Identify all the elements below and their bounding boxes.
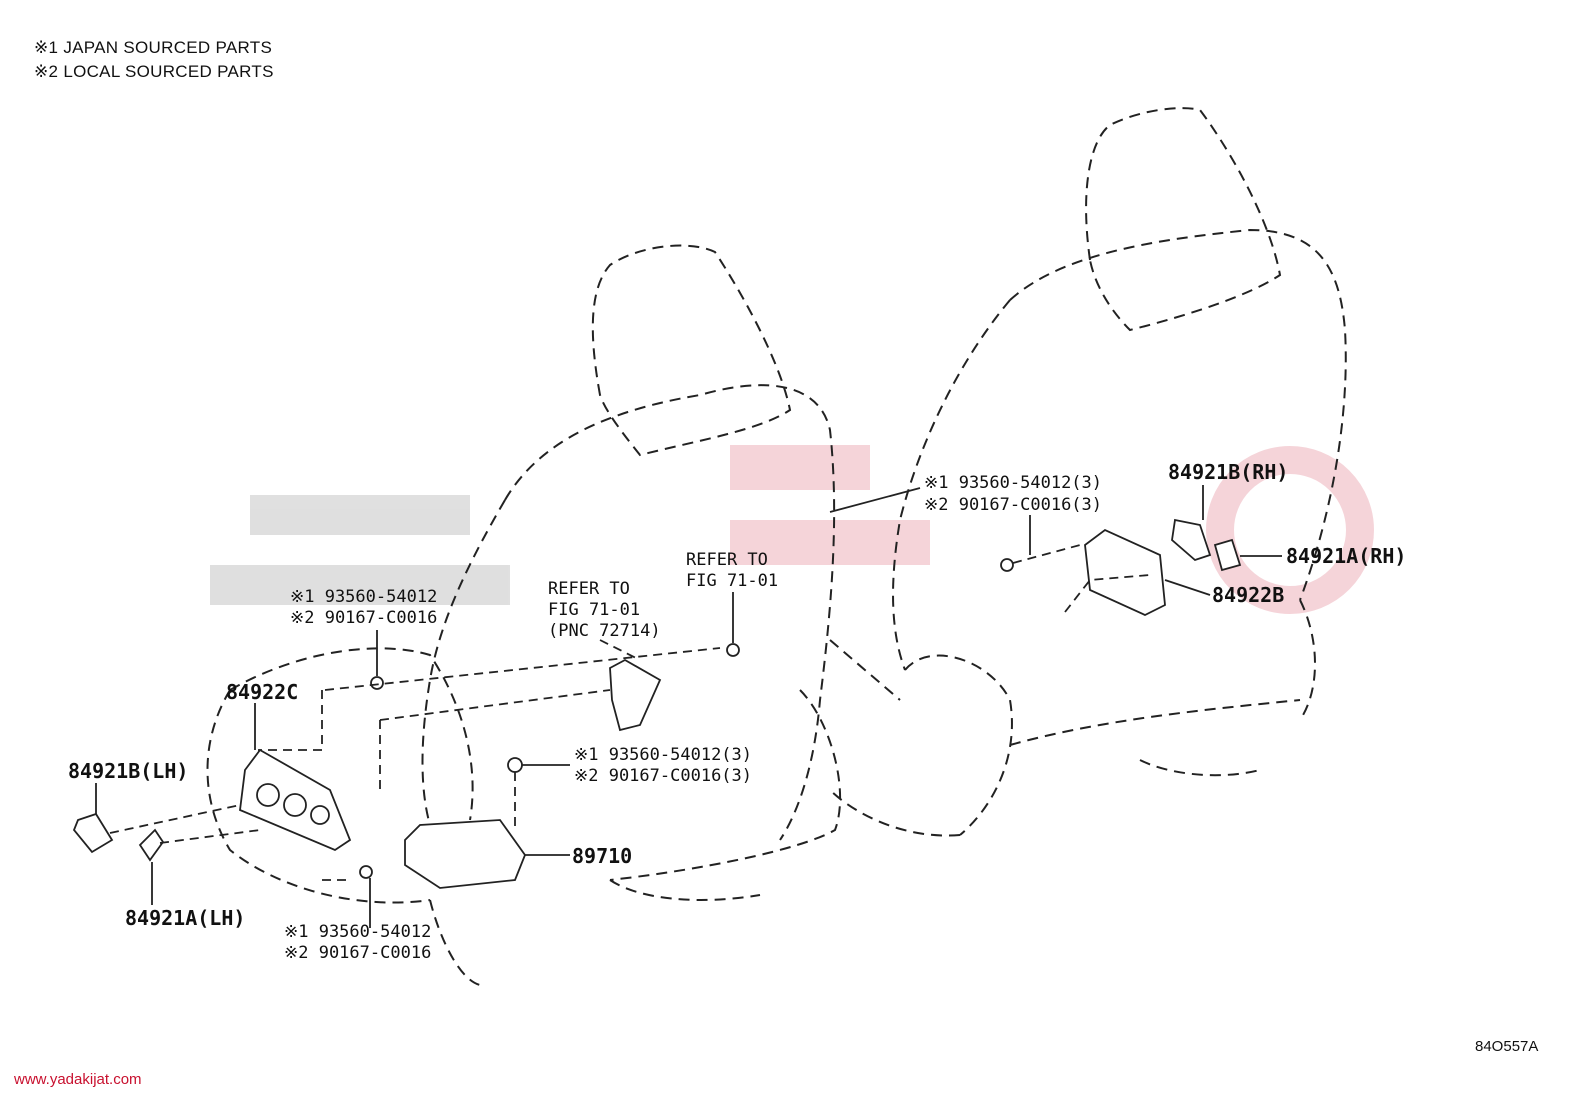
refer1-line3: (PNC 72714) [548,621,661,641]
left-seat-outline [206,244,901,986]
figure-code: 84O557A [1475,1038,1539,1055]
bolt-bot-label-1: ※1 93560-54012 [284,922,431,942]
rh-switch-assembly [1000,485,1282,616]
refer1-line2: FIG 71-01 [548,600,640,620]
lh-switch-assembly [72,630,721,928]
label-84921A-lh: 84921A(LH) [125,906,245,930]
refer1-line1: REFER TO [548,579,630,599]
label-89710: 89710 [572,844,632,868]
watermark-logo [210,445,1374,614]
label-84921B-rh: 84921B(RH) [1168,460,1288,484]
refer2-line1: REFER TO [686,550,768,570]
bolt-mid-label-2: ※2 90167-C0016(3) [574,766,752,786]
bolt-rh-label-1: ※1 93560-54012(3) [924,473,1102,493]
right-seat-outline [829,107,1347,837]
bolt-top-label-2: ※2 90167-C0016 [290,608,437,628]
bolt-mid-label-1: ※1 93560-54012(3) [574,745,752,765]
bolt-rh-leader [829,487,921,513]
label-84921B-lh: 84921B(LH) [68,759,188,783]
bolt-top-label-1: ※1 93560-54012 [290,587,437,607]
label-84921A-rh: 84921A(RH) [1286,544,1406,568]
bolt-rh-label-2: ※2 90167-C0016(3) [924,495,1102,515]
label-84922B: 84922B [1212,583,1284,607]
ecu-and-brackets [404,592,740,889]
label-84922C: 84922C [226,680,298,704]
refer2-line2: FIG 71-01 [686,571,778,591]
note-japan-sourced: ※1 JAPAN SOURCED PARTS [34,38,273,57]
watermark-url[interactable]: www.yadakijat.com [14,1071,142,1088]
bolt-bot-label-2: ※2 90167-C0016 [284,943,431,963]
note-local-sourced: ※2 LOCAL SOURCED PARTS [34,62,274,81]
